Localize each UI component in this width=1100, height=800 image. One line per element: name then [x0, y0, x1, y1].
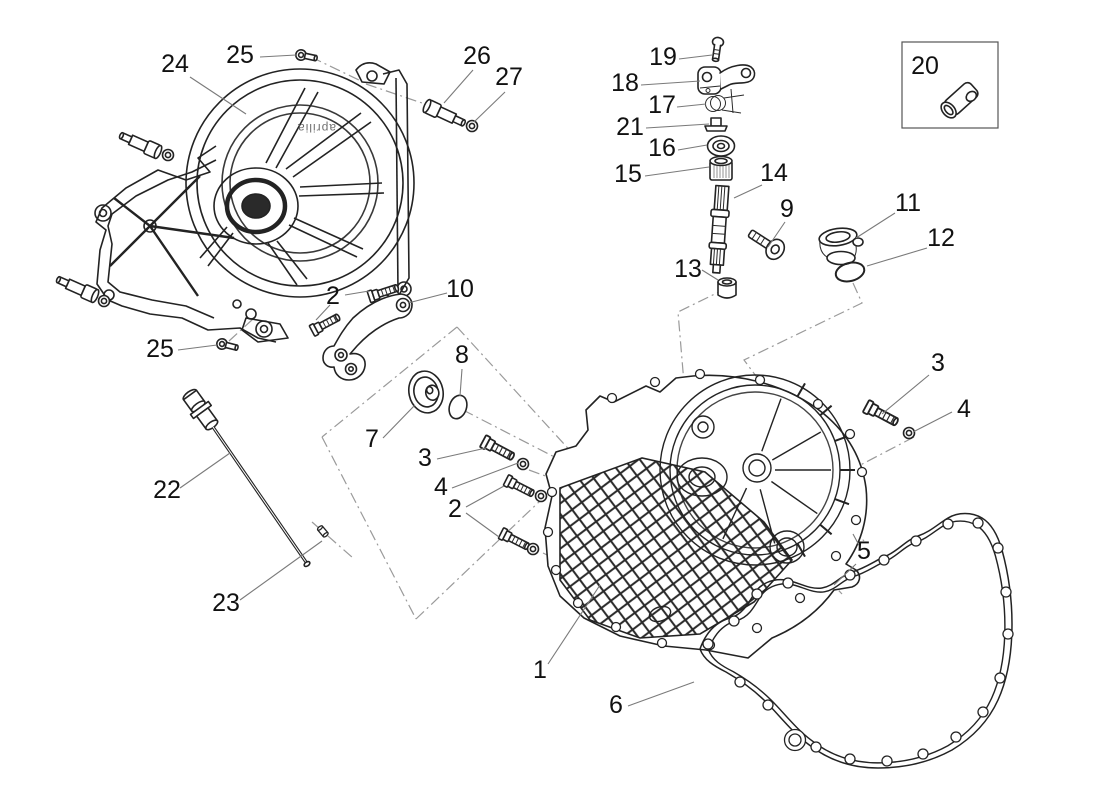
callout-15: 15 — [614, 160, 642, 188]
bolt-2 — [497, 526, 532, 554]
callout-14: 14 — [760, 159, 788, 187]
callout-labels: 1 2 2 3 3 4 4 5 6 7 8 9 10 11 12 13 14 1… — [146, 41, 971, 719]
leader-lines — [177, 54, 953, 707]
screw-25-top — [294, 48, 319, 65]
callout-12: 12 — [927, 224, 955, 252]
bracket-part — [308, 281, 413, 381]
callout-25: 25 — [146, 335, 174, 363]
screw-25-lower — [214, 336, 240, 354]
washer-4 — [902, 426, 916, 440]
clip-21 — [704, 117, 728, 132]
callout-9: 9 — [780, 195, 794, 223]
stepped-bolt — [53, 271, 102, 305]
lever-18 — [697, 64, 756, 95]
callout-5: 5 — [857, 537, 871, 565]
bolt-3 — [861, 398, 902, 430]
cover-logo-text: aprilia — [297, 121, 336, 135]
plug-part — [408, 370, 468, 420]
bolt-26 — [420, 97, 469, 131]
dipstick-part — [182, 388, 330, 568]
callout-22: 22 — [153, 476, 181, 504]
callout-8: 8 — [455, 341, 469, 369]
callout-21: 21 — [616, 113, 644, 141]
callout-27: 27 — [495, 63, 523, 91]
callout-16: 16 — [648, 134, 676, 162]
washer-27 — [465, 119, 479, 133]
screw-19 — [711, 36, 725, 63]
callout-1: 1 — [533, 656, 547, 684]
bolt-3 — [478, 434, 518, 464]
screw-9 — [747, 229, 786, 261]
callout-17: 17 — [648, 91, 676, 119]
oil-filler-cap — [818, 227, 866, 283]
washer — [97, 294, 111, 308]
nut-13 — [717, 277, 737, 299]
callout-20: 20 — [911, 52, 939, 80]
callout-19: 19 — [649, 43, 677, 71]
main-cover-part — [542, 368, 868, 659]
bolt-2 — [308, 310, 343, 338]
callout-18: 18 — [611, 69, 639, 97]
callout-23: 23 — [212, 589, 240, 617]
roller-cage-15 — [709, 155, 733, 181]
spring-17 — [705, 88, 745, 114]
stepped-bolt — [116, 127, 165, 161]
bolt-2 — [502, 473, 537, 501]
callout-2: 2 — [448, 495, 462, 523]
callout-10: 10 — [446, 275, 474, 303]
callout-11: 11 — [895, 189, 921, 217]
callout-25: 25 — [226, 41, 254, 69]
callout-24: 24 — [161, 50, 189, 78]
o-ring — [834, 261, 866, 283]
callout-13: 13 — [674, 255, 702, 283]
callout-26: 26 — [463, 42, 491, 70]
left-cover-part — [94, 62, 415, 343]
washer — [526, 542, 540, 556]
clutch-shaft-assembly — [697, 36, 786, 299]
callout-3: 3 — [418, 444, 432, 472]
inset-box-20 — [901, 41, 999, 129]
washer-4 — [516, 457, 530, 471]
shaft-14 — [708, 184, 730, 274]
bearing-16 — [706, 135, 736, 157]
pin-23 — [316, 524, 330, 539]
oval-seal — [448, 394, 468, 420]
clamp-part — [940, 81, 979, 119]
callout-2: 2 — [326, 282, 340, 310]
callout-7: 7 — [365, 425, 379, 453]
callout-6: 6 — [609, 691, 623, 719]
washer — [161, 148, 175, 162]
callout-4: 4 — [957, 395, 971, 423]
callout-4: 4 — [434, 473, 448, 501]
middle-fasteners — [478, 434, 548, 556]
washer — [534, 489, 548, 503]
callout-3: 3 — [931, 349, 945, 377]
